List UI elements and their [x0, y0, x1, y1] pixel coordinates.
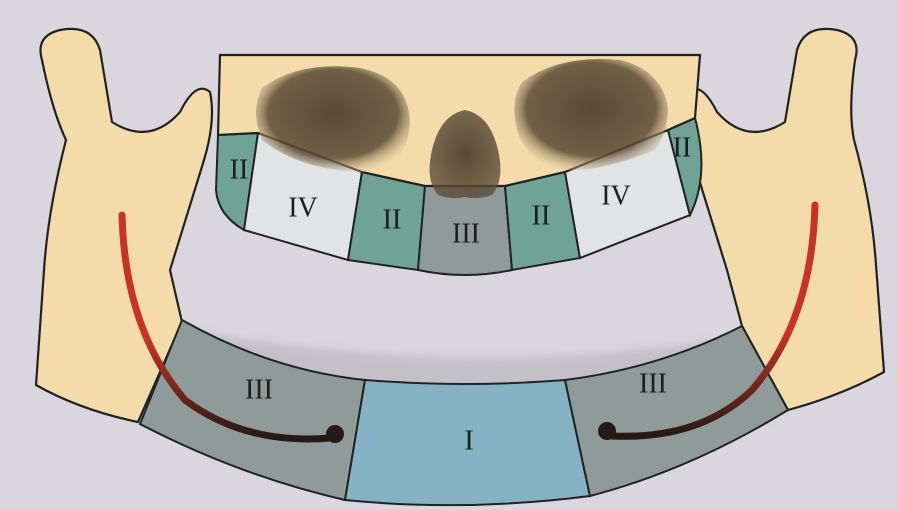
zone-label-mand-center: I — [464, 425, 473, 456]
zone-label-max-7: II — [673, 132, 692, 163]
zone-label-max-3: II — [383, 204, 402, 235]
zone-label-max-2: IV — [288, 192, 318, 223]
zone-label-max-1: II — [230, 154, 249, 185]
zone-label-max-4: III — [452, 218, 480, 249]
zone-label-mand-left: III — [245, 374, 273, 405]
zone-label-mand-right: III — [639, 368, 667, 399]
right-orbit-cavity — [514, 59, 668, 170]
right-nerve-foramen — [598, 422, 616, 440]
left-nerve-foramen — [326, 425, 344, 443]
zone-label-max-5: II — [532, 200, 551, 231]
zone-label-max-6: IV — [601, 180, 631, 211]
